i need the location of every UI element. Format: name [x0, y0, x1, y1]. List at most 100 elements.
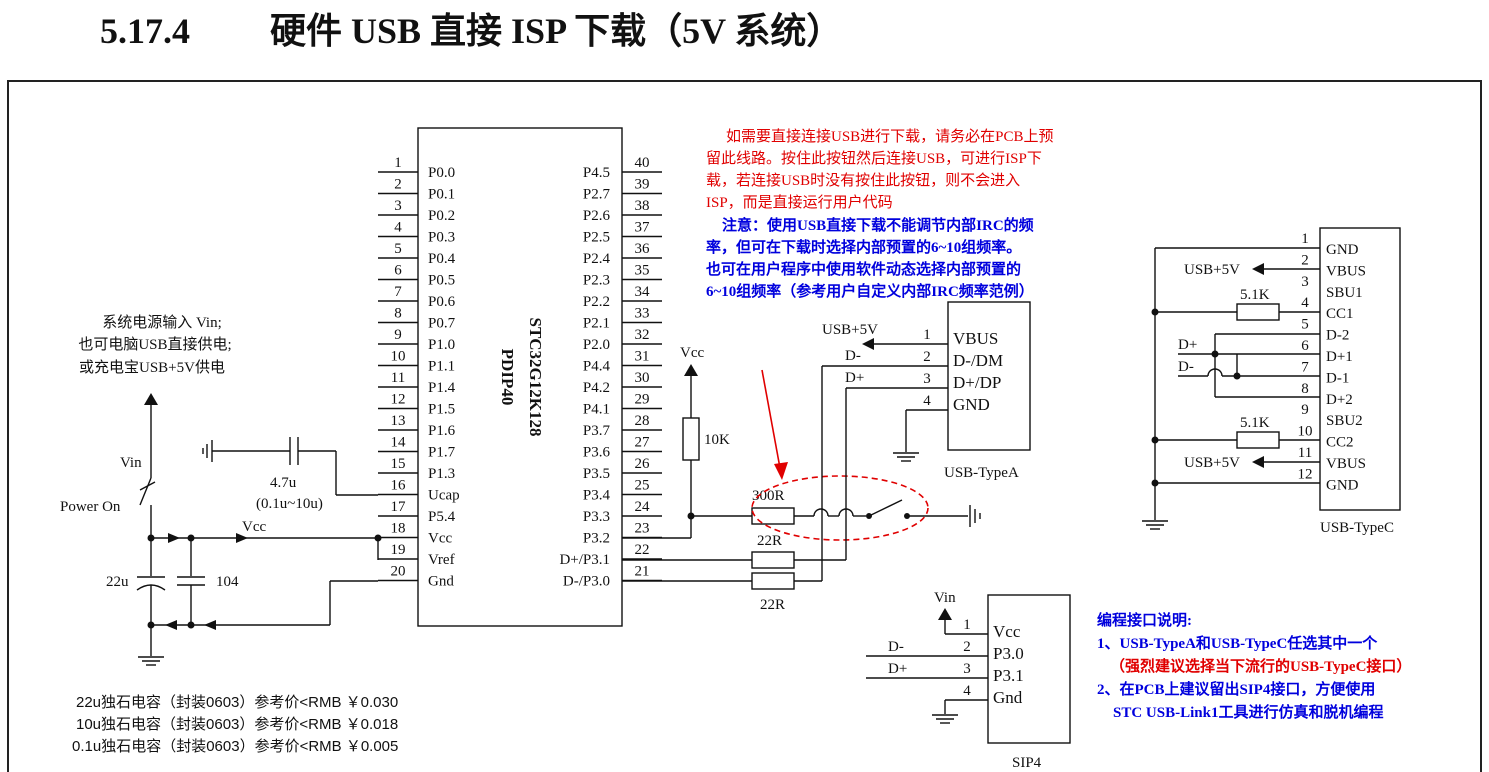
mcu-pin-name: D+/P3.1 [559, 552, 610, 568]
mcu-pin-number: 22 [635, 542, 650, 558]
section-title: 硬件 USB 直接 ISP 下载（5V 系统） [270, 11, 843, 51]
red-note-line4: ISP，而是直接运行用户代码 [706, 194, 893, 211]
prog-note-line3: 2、在PCB上建议留出SIP4接口，方便使用 [1097, 680, 1375, 698]
mcu-pin-number: 15 [391, 456, 406, 472]
power-note-line3: 或充电宝USB+5V供电 [79, 359, 225, 376]
pointer-arrow-icon [774, 462, 788, 480]
usb-typea-pin-name: D-/DM [953, 351, 1003, 370]
mcu-pin-name: P2.1 [583, 316, 610, 332]
resistor-cc1 [1236, 303, 1280, 321]
sip4-pin-number: 4 [963, 683, 971, 699]
mcu-pin-name: Vref [428, 552, 455, 568]
prog-note-line1: 1、USB-TypeA和USB-TypeC任选其中一个 [1097, 634, 1378, 652]
mcu-pin-number: 1 [394, 155, 402, 171]
mcu-pin-name: D-/P3.0 [563, 574, 610, 590]
mcu-chip: 1P0.02P0.13P0.24P0.35P0.46P0.57P0.68P0.7… [378, 127, 662, 627]
resistor-cc1-label: 5.1K [1240, 287, 1270, 303]
usb-typec-pin-number: 2 [1301, 252, 1309, 268]
mcu-pin-name: P4.2 [583, 380, 610, 396]
mcu-pin-name: Ucap [428, 488, 460, 504]
usb-typec-pin-number: 4 [1301, 295, 1309, 311]
mcu-pin-name: P1.7 [428, 445, 456, 461]
usb-typec-pin-name: D-2 [1326, 328, 1349, 344]
flow-arrow-icon [236, 533, 248, 543]
resistor-22r-dm-label: 22R [760, 597, 785, 613]
mcu-pin-number: 9 [394, 327, 402, 343]
mcu-pin-number: 31 [635, 349, 650, 365]
mcu-pin-number: 4 [394, 220, 402, 236]
sip4-dm-label: D- [888, 639, 904, 655]
mcu-pin-name: P3.2 [583, 531, 610, 547]
bom-line2: 10u独石电容（封装0603）参考价<RMB ￥0.018 [76, 716, 398, 733]
mcu-pin-number: 27 [635, 435, 651, 451]
mcu-pin-name: P2.0 [583, 337, 610, 353]
mcu-pin-number: 30 [635, 370, 650, 386]
resistor-22r-dp-label: 22R [757, 533, 782, 549]
usb-typec-pin-name: D+2 [1326, 392, 1353, 408]
usb-typec-pin-name: VBUS [1326, 263, 1366, 279]
mcu-pin-number: 35 [635, 263, 650, 279]
mcu-pin-name: P2.6 [583, 208, 611, 224]
usb-typec-pin-number: 9 [1301, 402, 1309, 418]
mcu-pin-number: 14 [391, 435, 407, 451]
red-note-line3: 载，若连接USB时没有按住此按钮，则不会进入 [706, 172, 1020, 189]
vin-label: Vin [120, 455, 142, 471]
mcu-pin-number: 29 [635, 392, 650, 408]
mcu-body [417, 127, 623, 627]
ucap-value: 4.7u [270, 475, 297, 491]
usb-typea-pin-number: 1 [923, 327, 931, 343]
mcu-pin-number: 39 [635, 177, 650, 193]
usb-typea-pin-number: 4 [923, 393, 931, 409]
usb5v-arrow-icon [1252, 263, 1264, 275]
mcu-pin-name: P0.4 [428, 251, 456, 267]
usb-typec-body [1319, 227, 1401, 511]
mcu-pin-number: 17 [391, 499, 407, 515]
sip4-vin-label: Vin [934, 590, 956, 606]
mcu-pin-number: 28 [635, 413, 650, 429]
usb-typec-pin-name: SBU1 [1326, 285, 1363, 301]
prog-note-title: 编程接口说明: [1097, 611, 1192, 629]
mcu-pin-number: 7 [394, 284, 402, 300]
mcu-pin-name: P4.4 [583, 359, 611, 375]
power-switch [139, 477, 152, 506]
usb-typec-pin-name: CC2 [1326, 435, 1354, 451]
power-on-label: Power On [60, 499, 121, 515]
usb-typec-pin-name: GND [1326, 477, 1359, 493]
ground-icon [892, 452, 920, 462]
usb-typea-pin-name: D+/DP [953, 373, 1001, 392]
usb-typea-dp-label: D+ [845, 370, 864, 386]
mcu-pin-number: 19 [391, 542, 406, 558]
usb-typec-pin-number: 11 [1298, 445, 1312, 461]
mcu-pin-name: P2.4 [583, 251, 611, 267]
flow-arrow-icon [165, 620, 177, 630]
cap-22u-label: 22u [106, 574, 129, 590]
mcu-pin-name: P0.7 [428, 316, 456, 332]
mcu-pin-number: 3 [394, 198, 402, 214]
mcu-pin-name: P4.5 [583, 165, 610, 181]
mcu-pin-name: P0.1 [428, 187, 455, 203]
usb-typec-pin-number: 8 [1301, 381, 1309, 397]
usb-typec-pin-number: 12 [1298, 466, 1313, 482]
usb-typec-pin-name: VBUS [1326, 456, 1366, 472]
mcu-pin-name: P0.5 [428, 273, 455, 289]
ucap-range: (0.1u~10u) [256, 496, 323, 512]
sip4-pin-name: Gnd [993, 688, 1023, 707]
mcu-pin-name: Gnd [428, 574, 454, 590]
blue-note-line3: 也可在用户程序中使用软件动态选择内部预置的 [706, 260, 1021, 278]
power-section: 系统电源输入 Vin; 也可电脑USB直接供电; 或充电宝USB+5V供电 Vi… [60, 314, 382, 666]
mcu-pin-number: 6 [394, 263, 402, 279]
usb-typec-dm-label: D- [1178, 359, 1194, 375]
mcu-pin-name: P1.4 [428, 380, 456, 396]
sip4-dp-label: D+ [888, 661, 907, 677]
blue-note-line4: 6~10组频率（参考用户自定义内部IRC频率范例） [706, 282, 1034, 300]
mcu-pin-number: 32 [635, 327, 650, 343]
usb-typea-caption: USB-TypeA [944, 465, 1019, 481]
usb-typec-pin-number: 1 [1301, 231, 1309, 247]
section-number: 5.17.4 [100, 11, 190, 51]
usb-typec-pin-number: 3 [1301, 274, 1309, 290]
mcu-pin-name: P0.0 [428, 165, 455, 181]
schematic-frame [7, 80, 1482, 772]
mcu-pin-name: P0.3 [428, 230, 455, 246]
red-note: 如需要直接连接USB进行下载，请务必在PCB上预 留此线路。按住此按钮然后连接U… [706, 128, 1054, 211]
